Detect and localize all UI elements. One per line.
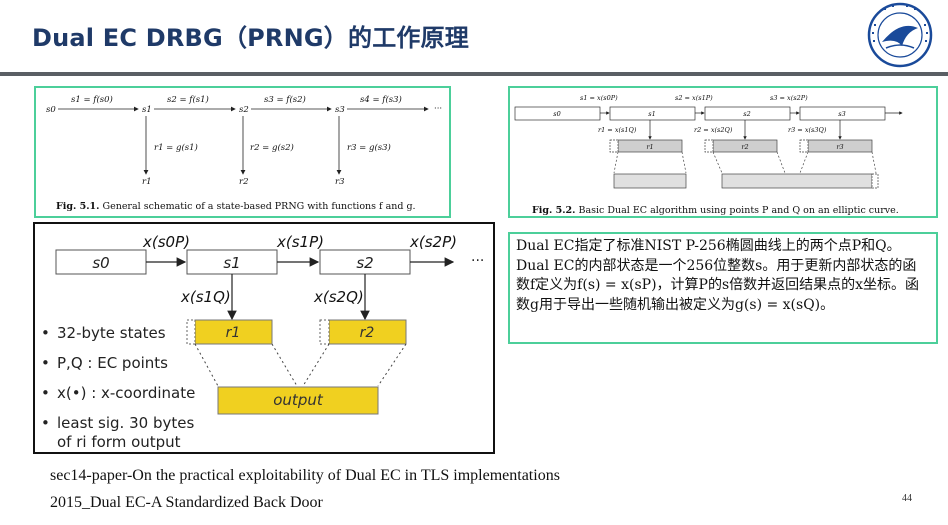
fig51-transition: s4 = f(s3) — [360, 94, 402, 105]
svg-text:•: • — [41, 324, 50, 342]
svg-text:•: • — [41, 354, 50, 372]
fig52-output-func: r1 = x(s1Q) — [598, 126, 637, 134]
diagram3-ellipsis: ··· — [471, 253, 484, 269]
fig51-transition: s3 = f(s2) — [264, 94, 306, 105]
fig52-diagram: s1 = x(s0P) s2 = x(s1P) s3 = x(s2P) s0 s… — [514, 94, 903, 189]
diagram3-bullet: 32-byte states — [57, 324, 166, 342]
fig51-state: s3 — [335, 105, 345, 115]
fig52-transition: s3 = x(s2P) — [770, 94, 808, 102]
fig51-output-func: r1 = g(s1) — [154, 142, 198, 153]
fig51-output-func: r2 = g(s2) — [250, 142, 294, 153]
description-text: Dual EC指定了标准NIST P-256椭圆曲线上的两个点P和Q。Dual … — [516, 238, 920, 313]
fig52-output-func: r3 = x(s3Q) — [788, 126, 827, 134]
fig51-panel: s0 s1 s2 s3 s1 = f(s0) s2 = f(s1) s3 = f… — [34, 86, 451, 218]
diagram3-final-output: output — [273, 391, 324, 409]
diagram3-bullet: x(•) : x-coordinate — [57, 384, 195, 402]
fig52-state: s3 — [838, 110, 845, 118]
diagram3-state: s0 — [92, 254, 109, 272]
fig52-output: r3 — [836, 143, 843, 151]
fig51-transition: s1 = f(s0) — [71, 94, 113, 105]
diagram3-bullet: least sig. 30 bytes — [57, 414, 194, 432]
diagram3-transition: x(s1P) — [276, 233, 324, 251]
diagram3-state: s1 — [223, 254, 240, 272]
fig52-state: s2 — [743, 110, 750, 118]
reference-1: sec14-paper-On the practical exploitabil… — [50, 467, 560, 484]
svg-text:•: • — [41, 414, 50, 432]
fig52-output-func: r2 = x(s2Q) — [694, 126, 733, 134]
fig52-output: r2 — [741, 143, 748, 151]
fig51-diagram: s0 s1 s2 s3 s1 = f(s0) s2 = f(s1) s3 = f… — [46, 94, 442, 187]
university-logo — [867, 2, 933, 68]
fig52-panel: s1 = x(s0P) s2 = x(s1P) s3 = x(s2P) s0 s… — [508, 86, 938, 218]
title-rule — [0, 72, 948, 76]
reference-2: 2015_Dual EC-A Standardized Back Door — [50, 494, 323, 511]
fig52-output: r1 — [646, 143, 653, 151]
fig51-transition: s2 = f(s1) — [167, 94, 209, 105]
fig52-state: s0 — [553, 110, 560, 118]
slide-title: Dual EC DRBG（PRNG）的工作原理 — [32, 24, 469, 52]
dual-ec-diagram: x(s0P) x(s1P) x(s2P) s0 s1 s2 ··· x(s1Q)… — [41, 233, 484, 451]
fig51-output-func: r3 = g(s3) — [347, 142, 391, 153]
diagram3-output-func: x(s1Q) — [180, 288, 231, 306]
fig51-state: s1 — [142, 105, 152, 115]
fig51-caption: Fig. 5.1. General schematic of a state-b… — [56, 201, 416, 212]
fig51-ellipsis: ··· — [434, 104, 442, 114]
diagram3-output: r2 — [360, 325, 375, 341]
svg-text:•: • — [41, 384, 50, 402]
fig52-state: s1 — [648, 110, 655, 118]
diagram3-output: r1 — [226, 325, 241, 341]
diagram3-transition: x(s0P) — [142, 233, 190, 251]
diagram3-output-func: x(s2Q) — [313, 288, 364, 306]
diagram3-bullet: P,Q : EC points — [57, 354, 168, 372]
fig51-output: r1 — [142, 177, 151, 187]
dual-ec-diagram-panel: x(s0P) x(s1P) x(s2P) s0 s1 s2 ··· x(s1Q)… — [33, 222, 495, 454]
fig52-transition: s1 = x(s0P) — [580, 94, 618, 102]
fig51-state: s2 — [239, 105, 249, 115]
fig51-state: s0 — [46, 105, 56, 115]
diagram3-state: s2 — [356, 254, 373, 272]
description-panel: Dual EC指定了标准NIST P-256椭圆曲线上的两个点P和Q。Dual … — [508, 232, 938, 344]
fig52-transition: s2 = x(s1P) — [675, 94, 713, 102]
diagram3-transition: x(s2P) — [409, 233, 457, 251]
diagram3-bullet: of ri form output — [57, 433, 181, 451]
fig51-output: r3 — [335, 177, 344, 187]
fig52-caption: Fig. 5.2. Basic Dual EC algorithm using … — [532, 205, 899, 216]
page-number: 44 — [902, 493, 912, 504]
fig51-output: r2 — [239, 177, 248, 187]
